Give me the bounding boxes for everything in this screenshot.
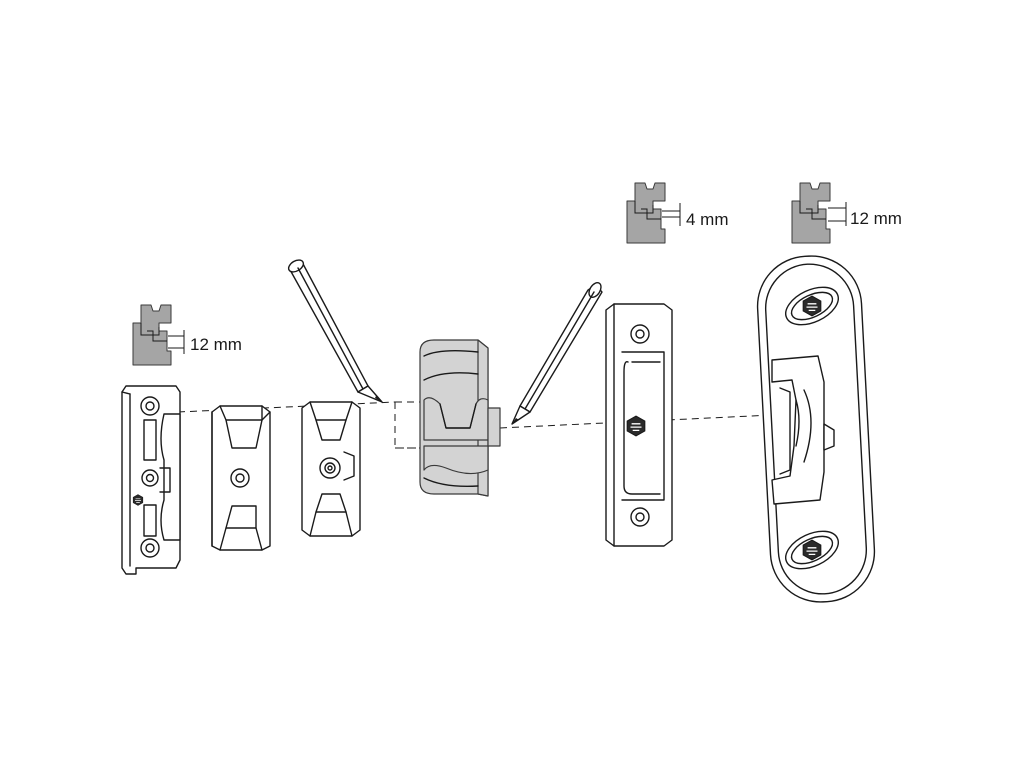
housing-part	[419, 339, 501, 497]
profile-right	[791, 182, 831, 244]
keeper-plate-right	[756, 255, 876, 603]
dimension-label-left: 12 mm	[190, 335, 242, 354]
dimension-label-right: 12 mm	[850, 209, 902, 228]
dimension-right: 12 mm	[828, 202, 902, 228]
pencil-icon	[287, 259, 383, 403]
keeper-plate-left	[121, 385, 181, 575]
hex-logo-icon	[802, 539, 822, 561]
dimension-label-middle: 4 mm	[686, 210, 729, 229]
hex-logo-icon	[802, 295, 822, 317]
profile-left	[132, 304, 172, 366]
bracket-part-b	[301, 401, 361, 537]
hex-logo-icon	[132, 494, 144, 506]
pencil-icon-right	[511, 282, 603, 425]
dimension-left: 12 mm	[168, 330, 242, 354]
strike-plate	[605, 303, 673, 547]
profile-middle	[626, 182, 666, 244]
hex-logo-icon	[626, 415, 646, 437]
dimension-middle: 4 mm	[662, 203, 729, 229]
bracket-part-a	[211, 405, 271, 551]
